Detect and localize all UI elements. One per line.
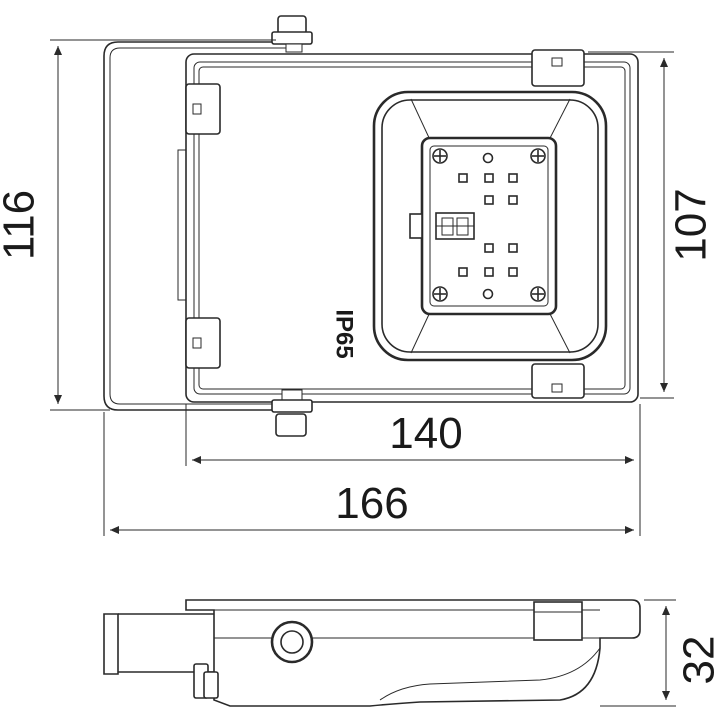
terminal-connector [435,212,475,240]
dimension-width-inner: 140 [389,409,462,458]
bottom-bolt [271,389,313,437]
plate-screw-bottom-left [432,286,448,302]
dimension-depth: 32 [675,636,724,685]
led-plate [420,136,558,316]
side-bracket [103,613,119,675]
plate-screw-top-left [432,148,448,164]
ip-rating-label: IP65 [331,309,358,358]
side-pivot-bolt [270,620,314,664]
mounting-bracket [103,41,300,411]
side-dimensions: 32 [600,599,724,707]
top-bolt [271,15,313,53]
side-lower-tabs [193,663,219,699]
led-chips [458,173,518,277]
dimension-height-inner: 107 [667,188,716,261]
cable-tab [409,213,423,239]
right-clip-bottom [531,363,585,399]
front-dimensions: 116 107 140 166 [0,39,716,536]
dimension-width-total: 166 [335,479,408,528]
front-view: IP65 [103,15,639,437]
plate-screw-top-right [530,148,546,164]
side-view [103,599,641,707]
left-clip-top [185,83,221,135]
right-clip-top [531,49,585,87]
plate-screw-bottom-right [530,286,546,302]
dimension-height-total: 116 [0,190,44,260]
side-clip [533,601,583,641]
left-clip-bottom [185,317,221,369]
